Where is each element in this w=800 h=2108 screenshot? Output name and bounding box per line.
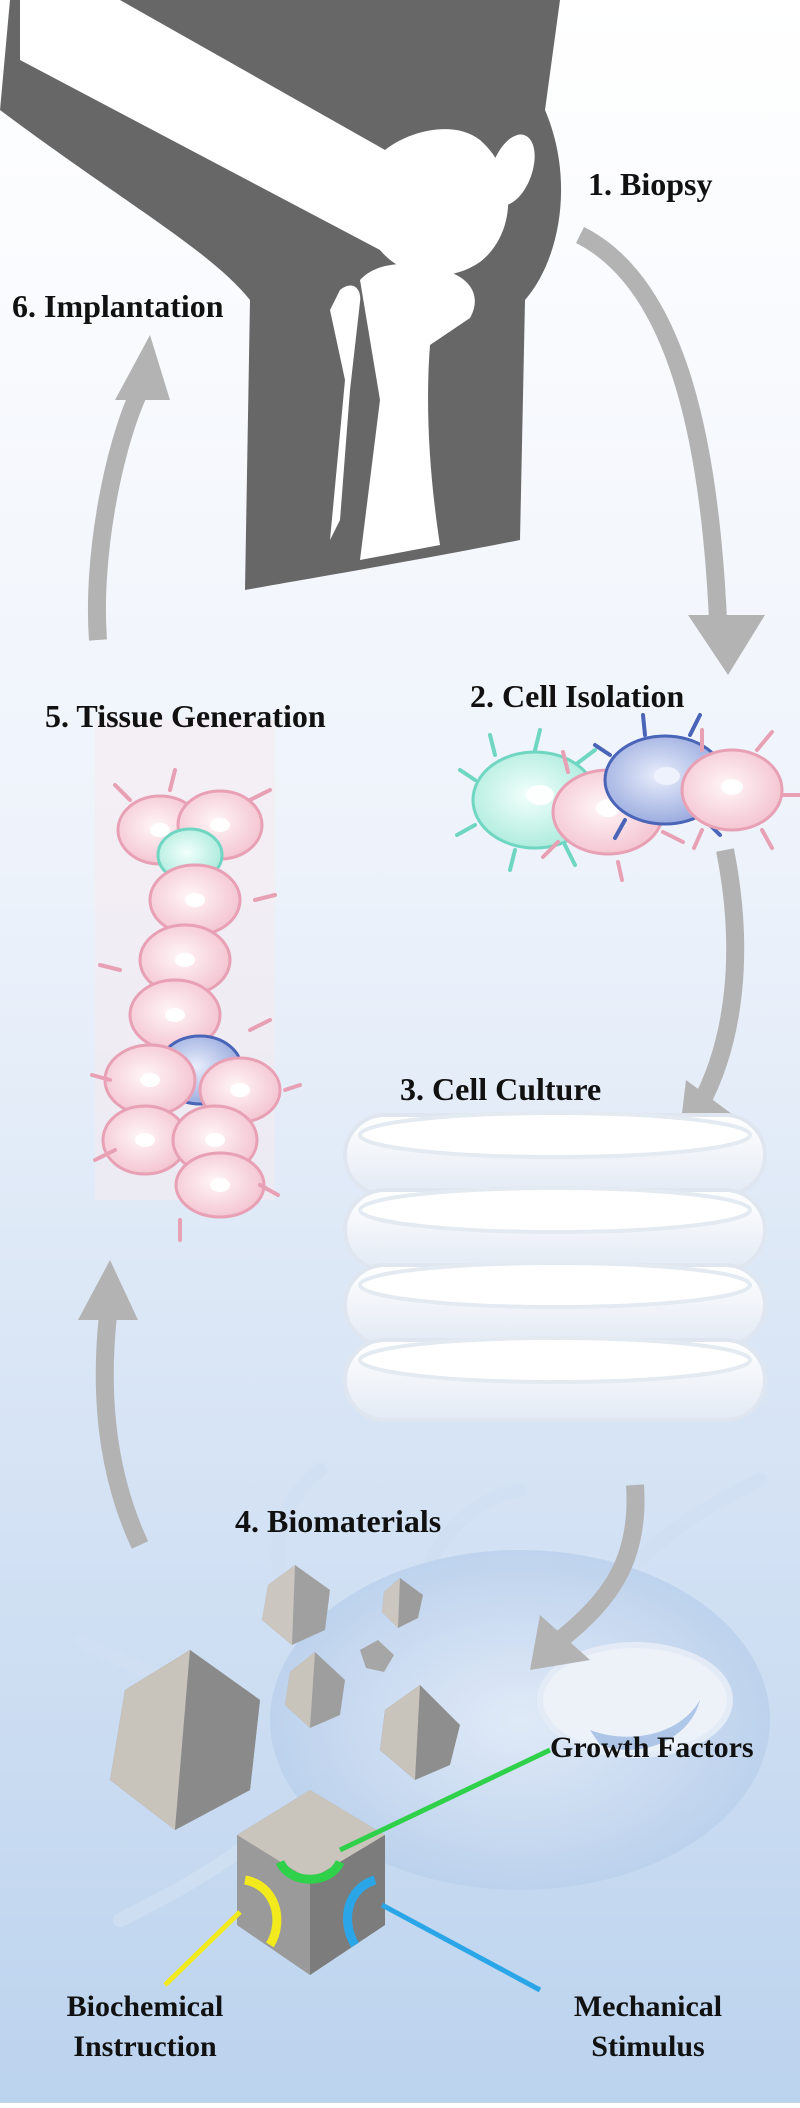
- mechanical-pointer: [380, 1902, 542, 1993]
- biochemical-ring: [243, 1875, 282, 1948]
- growth-factor-ring: [275, 1859, 345, 1884]
- biochemical-instruction-label: Biochemical Instruction: [40, 1992, 250, 2062]
- central-octahedron: [237, 1790, 385, 1975]
- arrowhead-4: [78, 1260, 138, 1320]
- knee-joint-illustration: [0, 0, 562, 590]
- octahedron-top-2: [382, 1578, 423, 1628]
- step-cell-culture-label: 3. Cell Culture: [400, 1071, 602, 1107]
- cycle-arrows: [87, 226, 745, 1648]
- octahedron-small: [360, 1640, 394, 1672]
- mechanical-line-2: Stimulus: [591, 2030, 705, 2063]
- step-tissue-generation-label: 5. Tissue Generation: [45, 698, 326, 734]
- isolated-cells: [455, 713, 800, 882]
- arrow-biomaterials-to-tissue: [95, 1314, 149, 1549]
- mechanical-ring: [343, 1875, 377, 1948]
- octahedron-right: [380, 1685, 460, 1780]
- mechanical-stimulus-label: Mechanical Stimulus: [548, 1992, 748, 2062]
- generated-tissue-cells: [90, 720, 302, 1242]
- petri-dish-stack: [343, 1111, 767, 1422]
- mechanical-line-1: Mechanical: [573, 1990, 723, 2023]
- arrow-tissue-to-implantation: [87, 386, 149, 641]
- growth-factors-pointer: [338, 1747, 552, 1853]
- step-implantation-label: 6. Implantation: [12, 288, 224, 324]
- step-biopsy-label: 1. Biopsy: [588, 166, 713, 202]
- arrow-biopsy-to-isolation: [575, 226, 727, 621]
- growth-factors-label: Growth Factors: [550, 1731, 754, 1764]
- octahedron-top-1: [262, 1565, 330, 1645]
- biochemical-line-1: Biochemical: [66, 1990, 224, 2023]
- octahedron-large: [110, 1650, 260, 1830]
- arrow-culture-to-biomaterials: [554, 1484, 645, 1648]
- pink-cell-b: [680, 728, 800, 850]
- arrowhead-5: [115, 335, 170, 400]
- octahedron-mid: [285, 1652, 345, 1728]
- arrowhead-1: [688, 615, 765, 675]
- biochemical-line-2: Instruction: [73, 2030, 217, 2063]
- step-biomaterials-label: 4. Biomaterials: [235, 1503, 442, 1539]
- arrowhead-3: [530, 1615, 590, 1670]
- biochemical-pointer: [163, 1910, 242, 1987]
- step-cell-isolation-label: 2. Cell Isolation: [470, 678, 685, 714]
- biomaterial-particles: [110, 1565, 460, 1975]
- arrow-isolation-to-culture: [692, 848, 745, 1110]
